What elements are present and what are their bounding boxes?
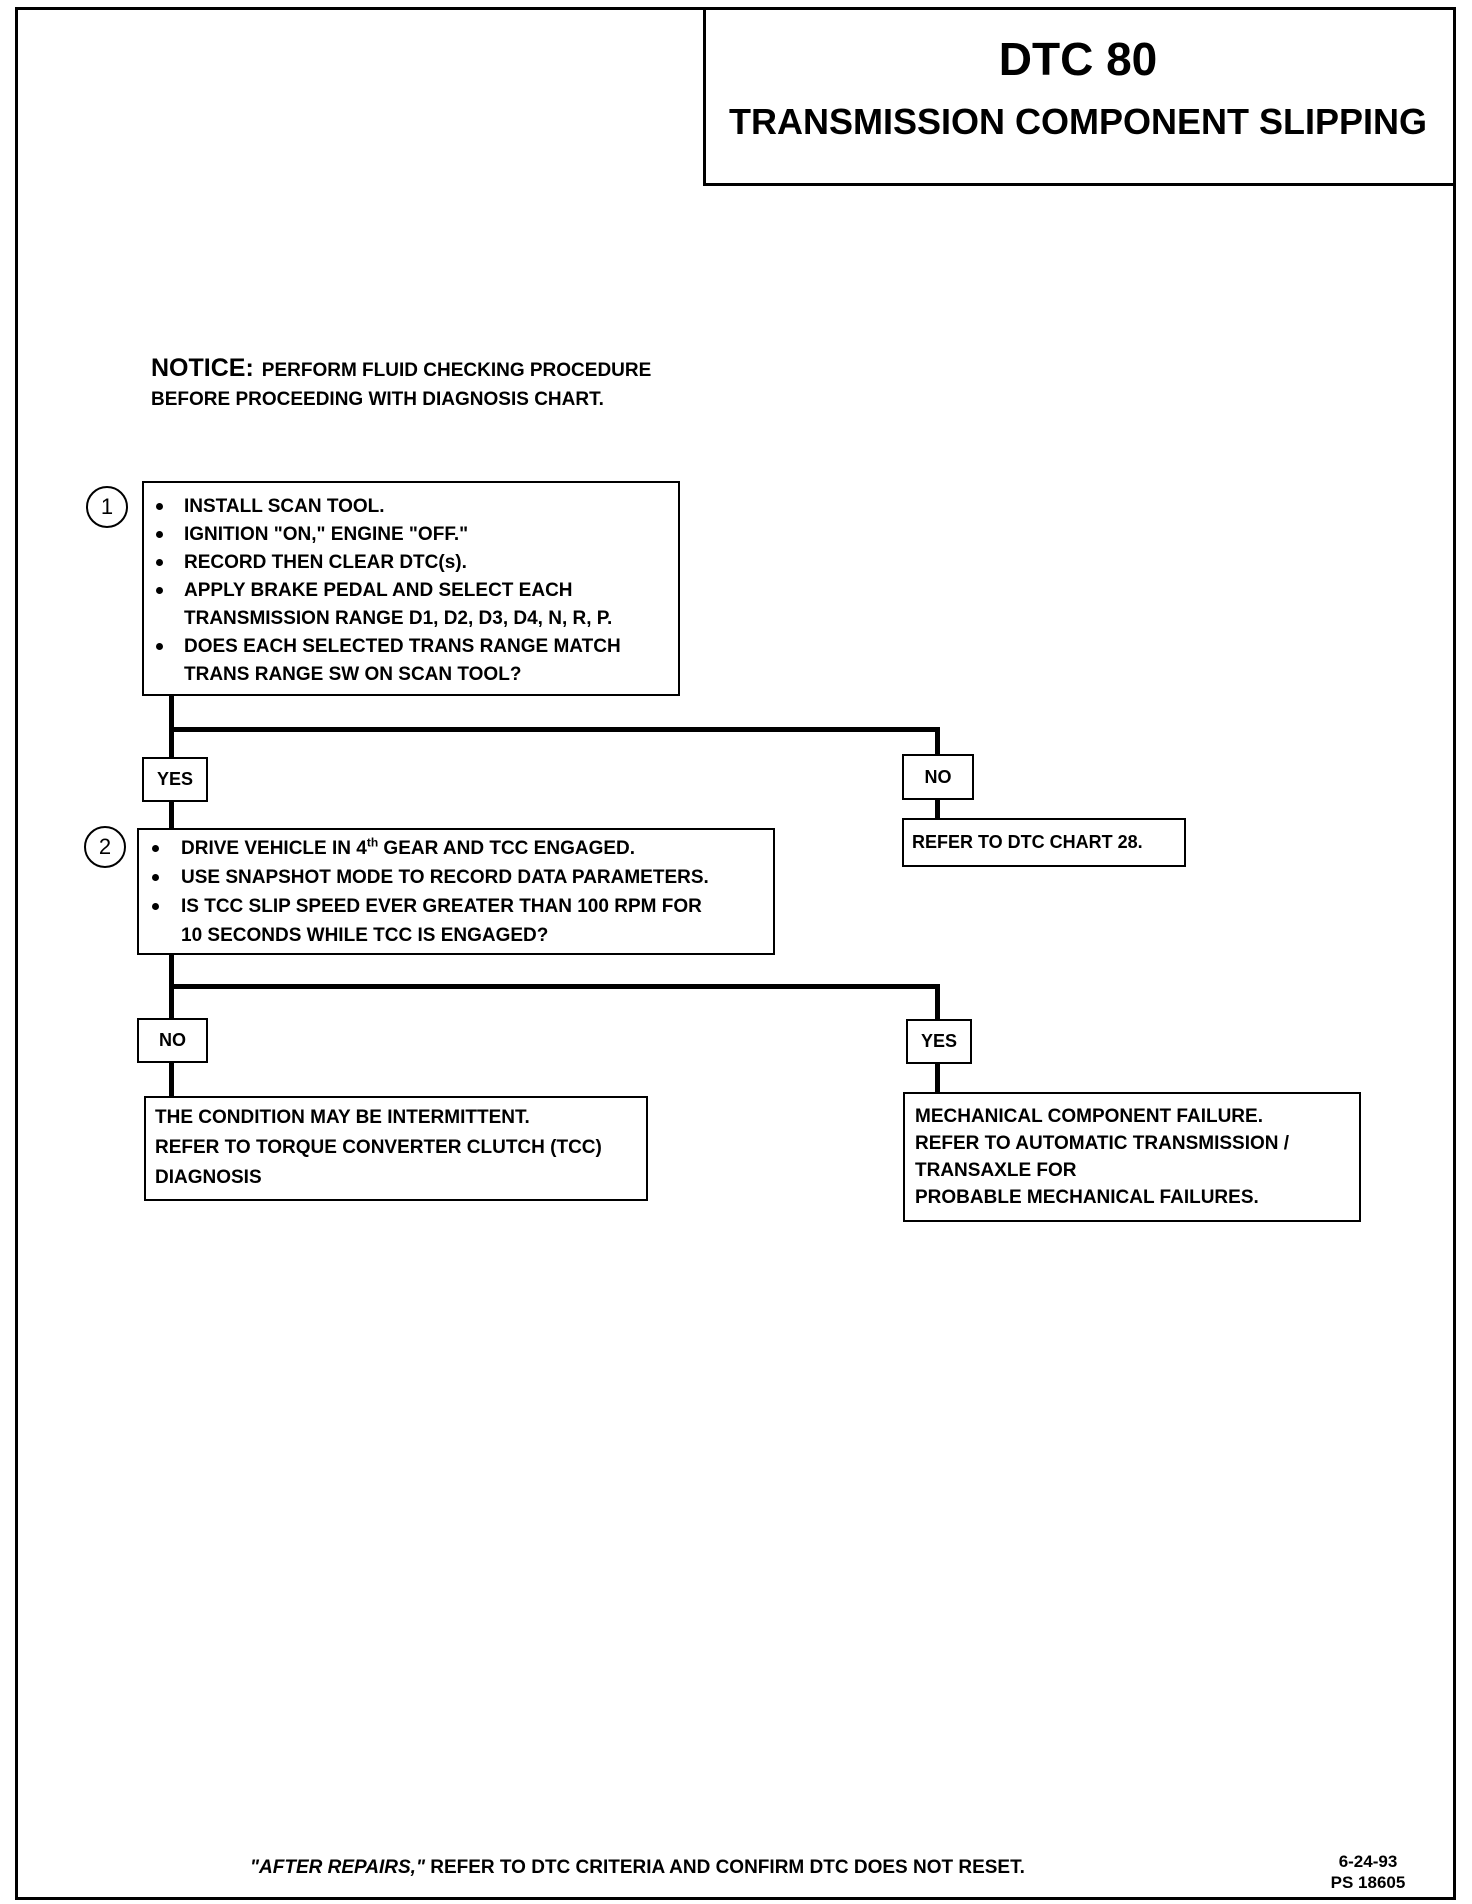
result-text: PROBABLE MECHANICAL FAILURES. [915, 1187, 1259, 1208]
step2-item-text-before: DRIVE VEHICLE IN 4 [181, 838, 367, 859]
step2-item-text: USE SNAPSHOT MODE TO RECORD DATA PARAMET… [181, 867, 709, 888]
yes-label: YES [906, 1019, 972, 1064]
step-number-badge: 2 [84, 826, 126, 868]
notice-label: NOTICE: [151, 354, 254, 382]
yes-label: YES [142, 757, 208, 802]
step2-item: DRIVE VEHICLE IN 4th GEAR AND TCC ENGAGE… [139, 834, 773, 863]
result-text: REFER TO AUTOMATIC TRANSMISSION / [915, 1133, 1290, 1154]
connector-line [169, 727, 940, 732]
after-repairs-instruction: REFER TO DTC CRITERIA AND CONFIRM DTC DO… [424, 1857, 1025, 1878]
page-frame [15, 7, 1456, 1900]
step1-item: IGNITION "ON," ENGINE "OFF." [144, 521, 678, 549]
bullet-icon [156, 531, 163, 538]
step2-item-text: 10 SECONDS WHILE TCC IS ENGAGED? [181, 925, 549, 946]
notice-line-1: NOTICE: PERFORM FLUID CHECKING PROCEDURE [151, 353, 651, 384]
result-text: DIAGNOSIS [155, 1167, 262, 1188]
title-block [703, 7, 1453, 186]
document-number: PS 18605 [1330, 1873, 1406, 1892]
notice-text: PERFORM FLUID CHECKING PROCEDURE [261, 360, 652, 381]
connector-line [935, 1064, 940, 1092]
bullet-icon [156, 559, 163, 566]
step2-item: USE SNAPSHOT MODE TO RECORD DATA PARAMET… [139, 863, 773, 892]
connector-line [935, 727, 940, 754]
chart-title: TRANSMISSION COMPONENT SLIPPING [728, 101, 1428, 142]
step1-item-text: TRANS RANGE SW ON SCAN TOOL? [184, 664, 522, 685]
connector-line [169, 802, 174, 828]
bullet-icon [156, 503, 163, 510]
notice-line-2: BEFORE PROCEEDING WITH DIAGNOSIS CHART. [151, 389, 604, 410]
no-label: NO [137, 1018, 208, 1063]
step-number-badge: 1 [86, 486, 128, 528]
step1-item: APPLY BRAKE PEDAL AND SELECT EACH TRANSM… [144, 577, 678, 633]
bullet-icon [152, 845, 159, 852]
step1-item-text: TRANSMISSION RANGE D1, D2, D3, D4, N, R,… [184, 608, 613, 629]
ordinal-superscript: th [366, 835, 379, 850]
no-label: NO [902, 754, 974, 800]
step1-item: RECORD THEN CLEAR DTC(s). [144, 549, 678, 577]
intermittent-condition-box: THE CONDITION MAY BE INTERMITTENT. REFER… [144, 1096, 648, 1201]
step1-item: DOES EACH SELECTED TRANS RANGE MATCH TRA… [144, 633, 678, 689]
bullet-icon [152, 903, 159, 910]
step1-item-text: DOES EACH SELECTED TRANS RANGE MATCH [184, 636, 621, 657]
step2-item-text-after: GEAR AND TCC ENGAGED. [378, 838, 636, 859]
step1-item-text: APPLY BRAKE PEDAL AND SELECT EACH [184, 580, 573, 601]
bullet-icon [156, 587, 163, 594]
step2-box: DRIVE VEHICLE IN 4th GEAR AND TCC ENGAGE… [137, 828, 775, 955]
step2-item-text: IS TCC SLIP SPEED EVER GREATER THAN 100 … [181, 896, 702, 917]
connector-line [169, 1063, 174, 1096]
connector-line [169, 696, 174, 757]
document-date: 6-24-93 [1338, 1852, 1398, 1871]
step1-item-text: RECORD THEN CLEAR DTC(s). [184, 552, 467, 573]
result-text: REFER TO TORQUE CONVERTER CLUTCH (TCC) [155, 1137, 602, 1158]
after-repairs-label: "AFTER REPAIRS," [250, 1857, 425, 1878]
result-text: MECHANICAL COMPONENT FAILURE. [915, 1106, 1263, 1127]
document-stamp: 6-24-93 PS 18605 [1316, 1851, 1420, 1893]
dtc-code: DTC 80 [998, 33, 1158, 85]
connector-line [935, 984, 940, 1019]
step1-item-text: IGNITION "ON," ENGINE "OFF." [184, 524, 469, 545]
result-text: TRANSAXLE FOR [915, 1160, 1077, 1181]
refer-dtc-chart-box: REFER TO DTC CHART 28. [902, 818, 1186, 867]
step2-item: IS TCC SLIP SPEED EVER GREATER THAN 100 … [139, 892, 773, 950]
notice: NOTICE:PERFORM FLUID CHECKING PROCEDURE … [151, 353, 651, 415]
step1-item-text: INSTALL SCAN TOOL. [184, 496, 385, 517]
bullet-icon [152, 874, 159, 881]
bullet-icon [156, 643, 163, 650]
step1-item: INSTALL SCAN TOOL. [144, 493, 678, 521]
step2-item-text: DRIVE VEHICLE IN 4th GEAR AND TCC ENGAGE… [181, 834, 773, 863]
connector-line [169, 984, 940, 989]
connector-line [935, 800, 940, 818]
after-repairs-footer: "AFTER REPAIRS," REFER TO DTC CRITERIA A… [250, 1856, 1025, 1880]
step1-box: INSTALL SCAN TOOL. IGNITION "ON," ENGINE… [142, 481, 680, 696]
mechanical-failure-box: MECHANICAL COMPONENT FAILURE. REFER TO A… [903, 1092, 1361, 1222]
result-text: THE CONDITION MAY BE INTERMITTENT. [155, 1107, 530, 1128]
